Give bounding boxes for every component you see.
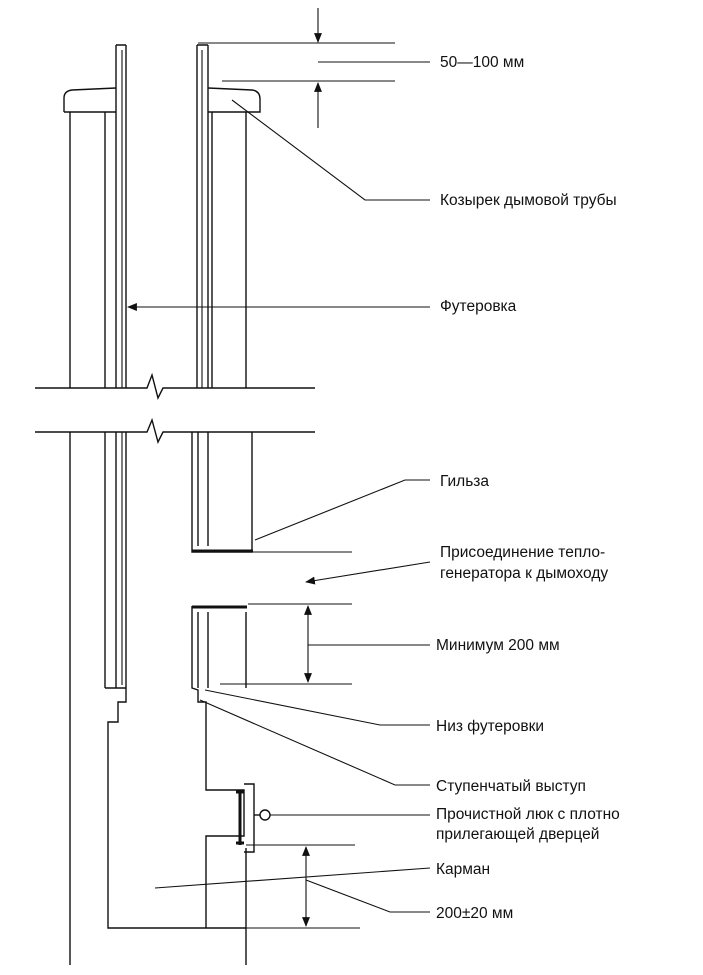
connection-arrow [305,561,431,585]
upper-chimney [63,8,430,388]
label-pocket-depth: 200±20 мм [436,905,513,922]
cleanout-handle-icon [259,809,271,821]
break-line-lower [35,417,315,444]
break-lines [35,372,315,444]
dim-line-pocket [220,844,360,929]
label-cleanout-line2: прилегающей дверцей [436,826,599,843]
label-lining-bottom: Низ футеровки [436,718,544,735]
label-cap: Козырек дымовой трубы [440,192,617,209]
label-step-ledge: Ступенчатый выступ [436,778,586,795]
lower-chimney [69,432,431,965]
step-ledge-leader [199,699,430,786]
label-min-200: Минимум 200 мм [436,637,560,654]
chimney-cap-left [63,87,117,113]
break-line-upper [35,372,315,400]
label-pocket: Карман [436,861,490,878]
pocket-leader [154,867,431,889]
lining-bottom-leader [204,689,430,726]
cap-leader [231,99,430,201]
label-connection-line2: генератора к дымоходу [440,565,608,582]
labels: 50—100 мм Козырек дымовой трубы Футеровк… [436,54,620,922]
label-lining: Футеровка [440,298,517,315]
label-cap-gap: 50—100 мм [440,54,524,71]
pocket-depth-leader [305,879,430,913]
left-masonry-wall [69,112,106,388]
left-liner-lower [104,432,127,689]
right-liner-upper [196,44,209,388]
label-cleanout-line1: Прочистной люк с плотно [436,806,620,823]
sleeve-leader [254,479,430,541]
cleanout-door-frame [236,790,244,845]
right-wall-lower-upper [191,432,253,553]
label-connection-line1: Присоединение тепло- [440,544,605,561]
label-sleeve: Гильза [440,473,489,490]
left-liner-upper [115,44,127,388]
left-step-ledge [107,688,246,929]
right-wall-lower [191,606,245,928]
right-wall-lower-inner [197,612,247,688]
right-masonry-wall [211,112,247,388]
dim-line-connection [220,551,352,685]
chimney-cap-right [207,87,261,113]
